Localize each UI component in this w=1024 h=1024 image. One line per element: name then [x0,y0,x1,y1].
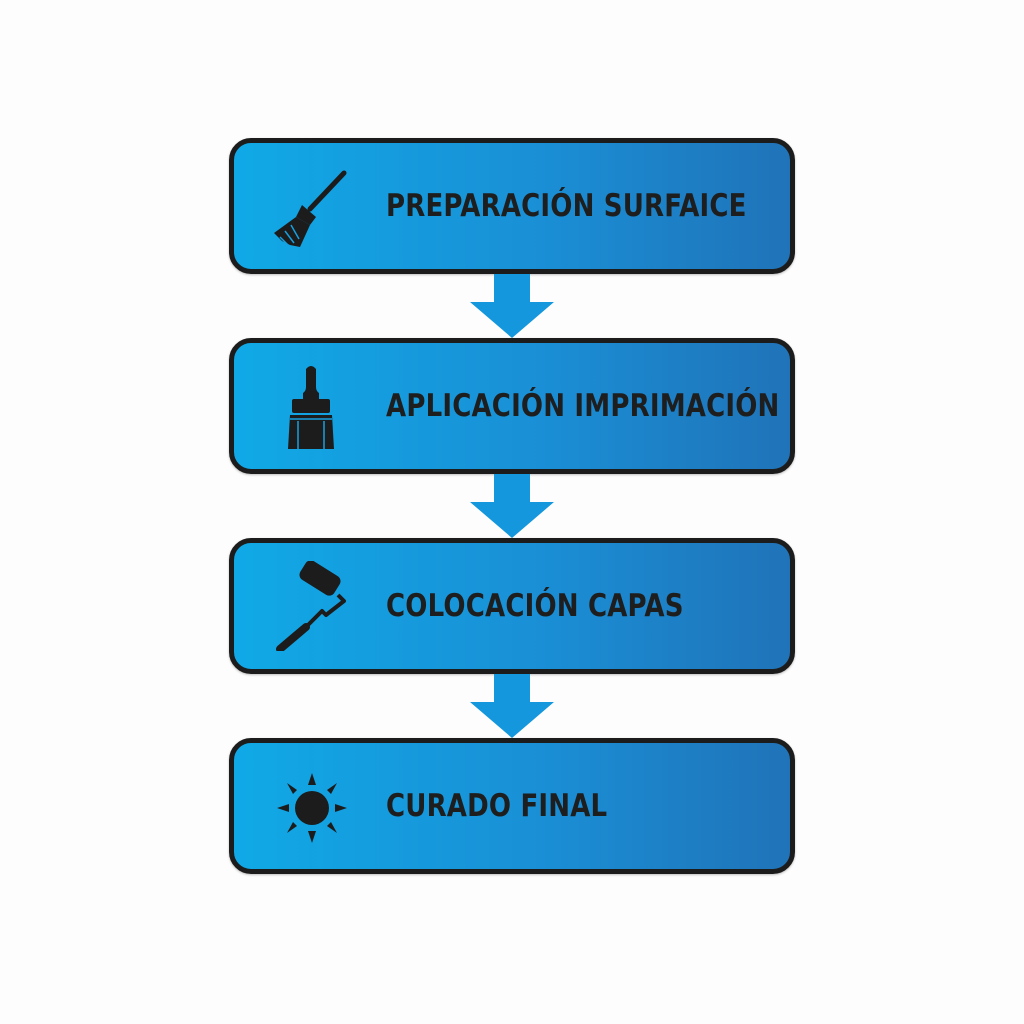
arrow-down-icon [470,674,554,738]
arrow-down-icon [470,474,554,538]
step-label-1: PREPARACIÓN SURFAICE [386,188,747,224]
step-label-4: CURADO FINAL [386,788,608,824]
step-box-4: CURADO FINAL [229,738,795,874]
sun-icon [277,773,347,843]
paint-roller-icon [276,561,346,651]
step-box-3: COLOCACIÓN CAPAS [229,538,795,674]
broom-icon [274,170,347,247]
arrow-down-icon [470,274,554,338]
step-box-1: PREPARACIÓN SURFAICE [229,138,795,274]
step-label-2: APLICACIÓN IMPRIMACIÓN [386,388,780,424]
step-label-3: COLOCACIÓN CAPAS [386,588,684,624]
paintbrush-icon [288,366,334,449]
step-box-2: APLICACIÓN IMPRIMACIÓN [229,338,795,474]
